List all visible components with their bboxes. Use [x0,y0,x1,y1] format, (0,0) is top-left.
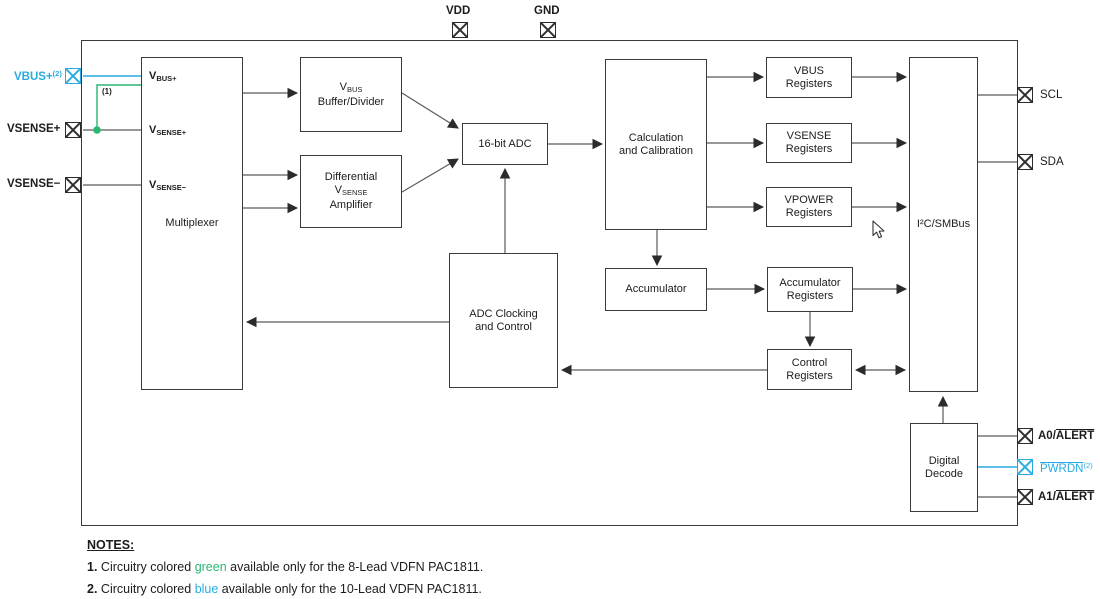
vpower-reg-line1: VPOWER [784,194,834,206]
diff-amp-sub: SENSE [341,188,368,197]
mux-input-vbus: VBUS+ [149,70,177,85]
mux-input-vsense-plus-main: V [149,124,157,136]
pin-label-vdd: VDD [446,5,471,17]
mux-input-vsense-minus: VSENSE− [149,179,186,194]
note-1-pre: Circuitry colored [97,560,195,574]
pin-label-sda: SDA [1040,156,1064,168]
vbus-reg-line2: Registers [785,77,833,90]
pin-label-scl: SCL [1040,89,1063,101]
vbus-buffer-line2: Buffer/Divider [317,95,385,108]
mux-input-vbus-sub: BUS+ [156,74,177,83]
pin-label-vbus-plus-text: VBUS+ [14,71,53,83]
block-digital-decode: Digital Decode [910,423,978,512]
pwrdn-sup: (2) [1083,461,1093,470]
wire-note-1: (1) [102,87,112,96]
vsense-green-wire [96,84,141,130]
accum-reg-line2: Registers [786,289,834,302]
vbus-buffer-sub: BUS [346,84,363,94]
a0-prefix: A0/ [1038,430,1056,442]
note-2-colored-word: blue [194,582,219,596]
note-2: 2. Circuitry colored blue available only… [87,579,483,599]
block-multiplexer: VBUS+ VSENSE+ VSENSE− Multiplexer [141,57,243,390]
chip-boundary [81,40,1018,526]
pin-label-vbus-plus-sup: (2) [52,69,62,78]
vsense-minus-pin-icon [65,177,81,193]
mux-input-vsense-minus-main: V [149,179,157,191]
vsense-reg-line1: VSENSE [786,130,832,142]
vbus-plus-pin-icon [65,68,81,84]
block-vpower-registers: VPOWER Registers [766,187,852,227]
mux-input-vbus-main: V [149,70,157,82]
sda-pin-icon [1017,154,1033,170]
block-control-registers: Control Registers [767,349,852,390]
vpower-reg-line2: Registers [785,207,833,219]
control-reg-line2: Registers [786,369,833,382]
notes-heading: NOTES: [87,538,135,552]
block-vbus-registers: VBUS Registers [766,57,852,98]
control-reg-line1: Control [791,356,828,369]
pwrdn-pin-icon [1017,459,1033,475]
scl-pin-icon [1017,87,1033,103]
pwrdn-overline: PWRDN [1040,463,1084,475]
mux-input-vsense-minus-sub: SENSE− [156,183,187,192]
vdd-pin-icon [452,22,468,38]
diff-amp-line2: VSENSE [335,184,368,199]
block-16bit-adc: 16-bit ADC [462,123,548,165]
pin-label-gnd: GND [534,5,560,17]
digital-decode-line2: Decode [925,467,963,480]
note-2-pre: Circuitry colored [97,582,195,596]
block-calculation-calibration: Calculation and Calibration [605,59,707,230]
block-diff-vsense-amplifier: Differential VSENSE Amplifier [300,155,402,228]
mouse-cursor-icon [872,220,885,239]
note-1-number: 1. [87,560,98,574]
mux-input-vsense-plus: VSENSE+ [149,124,186,139]
diff-amp-line1: Differential [324,171,378,183]
block-adc-clocking-control: ADC Clocking and Control [449,253,558,388]
multiplexer-title: Multiplexer [165,217,219,229]
notes: NOTES: 1. Circuitry colored green availa… [87,535,483,599]
green-junction-dot [93,126,101,134]
block-vbus-buffer-divider: VBUS Buffer/Divider [300,57,402,132]
pin-label-vbus-plus: VBUS+(2) [14,69,62,83]
mux-input-vsense-plus-sub: SENSE+ [156,128,187,137]
diff-amp-line3: Amplifier [329,199,373,211]
pin-label-vsense-minus: VSENSE− [7,178,61,190]
note-2-post: available only for the 10-Lead VDFN PAC1… [218,582,482,596]
block-accumulator: Accumulator [605,268,707,311]
diff-amp-main: V [334,184,342,196]
block-vsense-registers: VSENSE Registers [766,123,852,163]
note-1-post: available only for the 8-Lead VDFN PAC18… [226,560,484,574]
digital-decode-line1: Digital [928,454,960,467]
note-1: 1. Circuitry colored green available onl… [87,557,483,578]
a1-alert-pin-icon [1017,489,1033,505]
calc-line2: and Calibration [619,144,693,157]
adc-clock-line2: and Control [475,320,532,333]
a1-prefix: A1/ [1038,491,1056,503]
a1-overline: ALERT [1055,491,1095,503]
block-accumulator-registers: Accumulator Registers [767,267,853,312]
a0-alert-pin-icon [1017,428,1033,444]
adc-title: 16-bit ADC [478,137,532,150]
block-i2c-smbus: I²C/SMBus [909,57,978,392]
accumulator-title: Accumulator [625,283,687,295]
pin-label-pwrdn: PWRDN(2) [1040,461,1093,475]
i2c-title: I²C/SMBus [916,218,971,230]
note-1-colored-word: green [194,560,227,574]
calc-line1: Calculation [628,131,684,144]
vbus-reg-line1: VBUS [794,64,824,77]
vsense-reg-line2: Registers [785,143,833,155]
vbus-buffer-main: V [339,80,347,93]
gnd-pin-icon [540,22,556,38]
pin-label-a1-alert: A1/ALERT [1038,491,1094,503]
a0-overline: ALERT [1055,430,1095,442]
pin-label-a0-alert: A0/ALERT [1038,430,1094,442]
vsense-plus-pin-icon [65,122,81,138]
vbus-buffer-line1: VBUS [340,81,363,96]
accum-reg-line1: Accumulator [779,276,841,289]
pin-label-vsense-plus: VSENSE+ [7,123,61,135]
note-2-number: 2. [87,582,98,596]
adc-clock-line1: ADC Clocking [469,307,538,320]
